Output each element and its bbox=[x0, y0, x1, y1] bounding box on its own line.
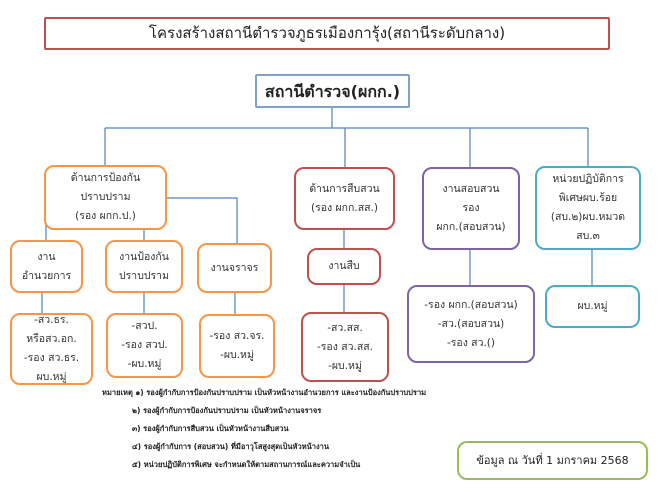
special-ops-box: หน่วยปฏิบัติการพิเศษผบ.ร้อย (สบ.๒)ผบ.หมวด… bbox=[535, 166, 641, 250]
date-box: ข้อมูล ณ วันที่ 1 มกราคม 2568 bbox=[457, 441, 648, 480]
line: สบ.๓ bbox=[576, 230, 600, 242]
line: -ผบ.หมู่ bbox=[220, 349, 254, 361]
line: -รอง สว.ธร. bbox=[23, 352, 80, 364]
line: ผกก.(สอบสวน) bbox=[436, 221, 506, 233]
line: -สว.ธร. bbox=[34, 314, 69, 326]
line: ปราบปราม bbox=[119, 269, 169, 282]
chart-title: โครงสร้างสถานีตำรวจภูธรเมืองการุ้ง(สถานี… bbox=[44, 17, 610, 50]
line: -ผบ.หมู่ bbox=[328, 359, 362, 372]
inquiry-box: งานสอบสวนรองผกก.(สอบสวน) bbox=[422, 167, 520, 250]
inquiry-staff-box: -รอง ผกก.(สอบสวน) -สว.(สอบสวน) -รอง สว.() bbox=[407, 285, 535, 363]
line: ปราบปราม bbox=[80, 191, 131, 203]
line: -รอง สว.จร. bbox=[209, 330, 265, 342]
line: -ผบ.หมู่ bbox=[127, 358, 162, 370]
station-box: สถานีตำรวจ(ผกก.) bbox=[255, 74, 410, 108]
note: ๒) รองผู้กำกับการป้องกันปราบปราม เป็นหัว… bbox=[132, 406, 322, 415]
patrol-staff-box: -สวป. -รอง สวป. -ผบ.หมู่ bbox=[106, 313, 183, 378]
note: ๔) รองผู้กำกับการ (สอบสวน) ที่มีอาวุโสสู… bbox=[132, 442, 329, 451]
line: ผบ.หมู่ bbox=[36, 371, 67, 383]
investigation-box: ด้านการสืบสวน (รอง ผกก.สส.) bbox=[294, 167, 395, 230]
line: (รอง ผกก.ป.) bbox=[75, 210, 136, 222]
note: ๕) หน่วยปฏิบัติการพิเศษ จะกำหนดให้ตามสถา… bbox=[132, 460, 361, 469]
investigation-unit-box: งานสืบ bbox=[307, 248, 381, 285]
line: ด้านการป้องกัน bbox=[70, 172, 141, 184]
line: พิเศษผบ.ร้อย bbox=[558, 192, 618, 204]
line: อำนวยการ bbox=[21, 269, 72, 282]
admin-unit-box: งานอำนวยการ bbox=[10, 240, 83, 293]
special-staff-box: ผบ.หมู่ bbox=[545, 285, 640, 328]
traffic-staff-box: -รอง สว.จร. -ผบ.หมู่ bbox=[199, 314, 275, 378]
line: (รอง ผกก.สส.) bbox=[311, 201, 378, 214]
line: -สว.สส. bbox=[327, 321, 363, 334]
line: รอง bbox=[462, 202, 480, 214]
line: งานสอบสวน bbox=[442, 183, 500, 195]
line: หรือสว.อก. bbox=[26, 333, 77, 345]
patrol-unit-box: งานป้องกันปราบปราม bbox=[105, 240, 183, 293]
line: หน่วยปฏิบัติการ bbox=[552, 173, 624, 185]
note: หมายเหตุ ๑) รองผู้กำกับการป้องกันปราบปรา… bbox=[102, 388, 427, 397]
investigation-staff-box: -สว.สส. -รอง สว.สส. -ผบ.หมู่ bbox=[301, 312, 389, 382]
line: ด้านการสืบสวน bbox=[309, 182, 380, 195]
line: -รอง สว.สส. bbox=[317, 340, 373, 353]
line: งานป้องกัน bbox=[119, 250, 169, 263]
note: ๓) รองผู้กำกับการสืบสวน เป็นหัวหน้างานสื… bbox=[132, 424, 289, 433]
line: -รอง สวป. bbox=[121, 339, 168, 351]
line: -สว.(สอบสวน) bbox=[437, 317, 505, 330]
line: -สวป. bbox=[131, 320, 158, 332]
line: -รอง สว.() bbox=[446, 336, 496, 349]
notes: หมายเหตุ ๑) รองผู้กำกับการป้องกันปราบปรา… bbox=[102, 387, 426, 477]
traffic-unit-box: งานจราจร bbox=[197, 243, 272, 293]
line: งาน bbox=[37, 250, 56, 263]
line: งานจราจร bbox=[210, 261, 259, 274]
prevention-box: ด้านการป้องกันปราบปราม (รอง ผกก.ป.) bbox=[44, 165, 167, 230]
line: -รอง ผกก.(สอบสวน) bbox=[424, 298, 518, 311]
admin-staff-box: -สว.ธร. หรือสว.อก. -รอง สว.ธร. ผบ.หมู่ bbox=[10, 313, 93, 385]
line: (สบ.๒)ผบ.หมวด bbox=[550, 211, 626, 223]
